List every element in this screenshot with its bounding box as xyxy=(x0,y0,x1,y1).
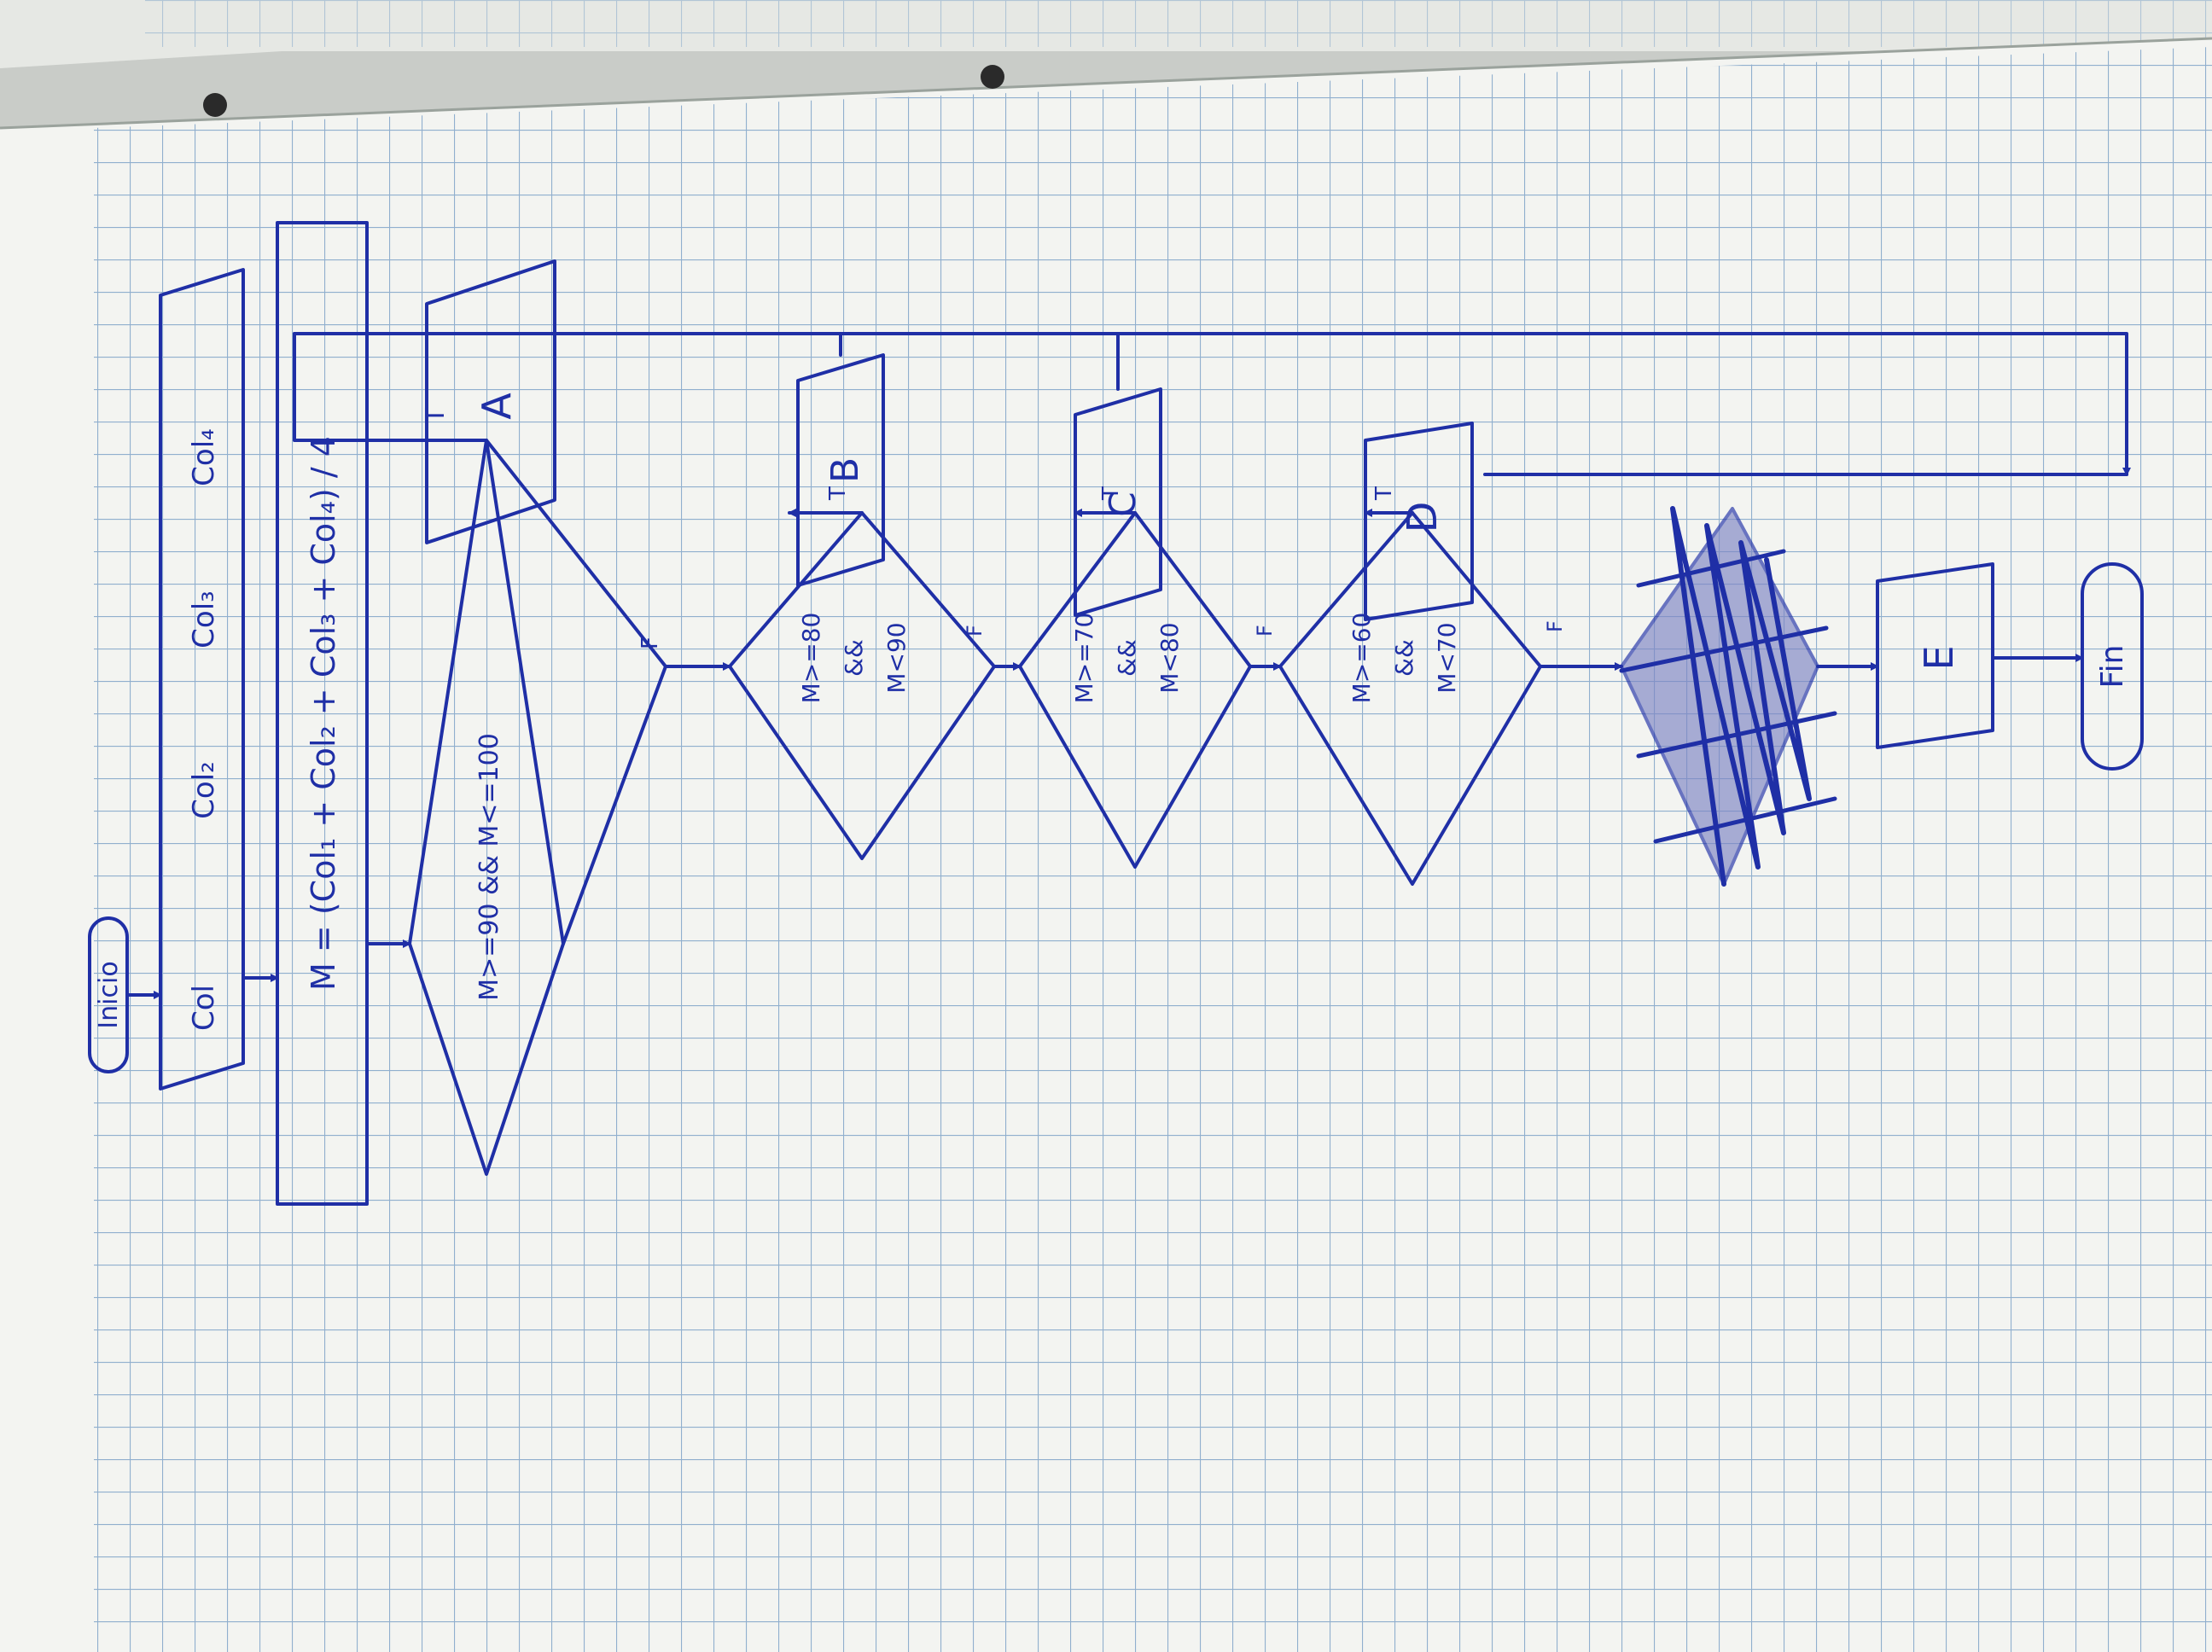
output-c-label: C xyxy=(1102,492,1144,516)
decision-3-condition-line-1: M>=70 xyxy=(1070,613,1098,704)
output-e-label: E xyxy=(1916,645,1962,670)
graph-paper-grid xyxy=(94,47,2212,1652)
scribbled-decision xyxy=(1619,506,1837,887)
input-field-3: Col₃ xyxy=(187,590,221,649)
input-field-2: Col₂ xyxy=(187,761,221,819)
decision-3-false-label: F xyxy=(1253,625,1277,637)
page-edge xyxy=(0,37,2212,130)
decision-2-condition-line-2: && xyxy=(840,639,868,677)
output-d xyxy=(1364,422,1474,621)
output-d-label: D xyxy=(1399,502,1447,533)
decision-3-condition-line-2: && xyxy=(1113,639,1141,677)
decision-1-condition: M>=90 && M<=100 xyxy=(474,733,504,1001)
decision-4-condition-line-3: M<70 xyxy=(1433,622,1461,693)
input-field-1: Col xyxy=(187,985,221,1031)
output-c xyxy=(1074,387,1162,617)
decision-4-condition-line-2: && xyxy=(1390,639,1418,677)
decision-3-true-label: T xyxy=(1098,486,1124,501)
binder-ring xyxy=(203,93,227,117)
input-fields: Col Col₂ Col₃ Col₄ xyxy=(187,428,221,1031)
input-box xyxy=(159,268,245,1091)
process-box xyxy=(276,221,369,1206)
output-e xyxy=(1876,562,1994,749)
output-a xyxy=(425,259,556,544)
decision-4-false-label: F xyxy=(1543,620,1567,632)
previous-page-grid xyxy=(145,0,2212,47)
decision-2-true-label: T xyxy=(825,486,851,501)
merge-connectors xyxy=(293,332,2131,476)
true-path-1 xyxy=(293,332,488,442)
output-a-label: A xyxy=(474,393,520,420)
flowchart: Inicio Col Col₂ Col₃ Col₄ M = (Col₁ + Co… xyxy=(88,221,2144,1206)
end-terminal xyxy=(2081,562,2144,771)
start-label: Inicio xyxy=(94,961,124,1028)
decision-3-condition-line-3: M<80 xyxy=(1155,622,1184,693)
decision-2-condition-line-1: M>=80 xyxy=(797,613,825,704)
binder-ring xyxy=(981,65,1004,89)
output-b xyxy=(796,353,885,587)
output-b-label: B xyxy=(824,457,867,483)
decision-2-condition-line-3: M<90 xyxy=(882,622,911,693)
process-formula: M = (Col₁ + Col₂ + Col₃ + Col₄) / 4 xyxy=(305,436,342,991)
decision-2-false-label: F xyxy=(963,625,987,637)
decision-4-true-label: T xyxy=(1371,486,1397,501)
input-field-4: Col₄ xyxy=(187,428,221,486)
decision-4-condition-line-1: M>=60 xyxy=(1348,613,1376,704)
end-label: Fin xyxy=(2095,645,2130,689)
